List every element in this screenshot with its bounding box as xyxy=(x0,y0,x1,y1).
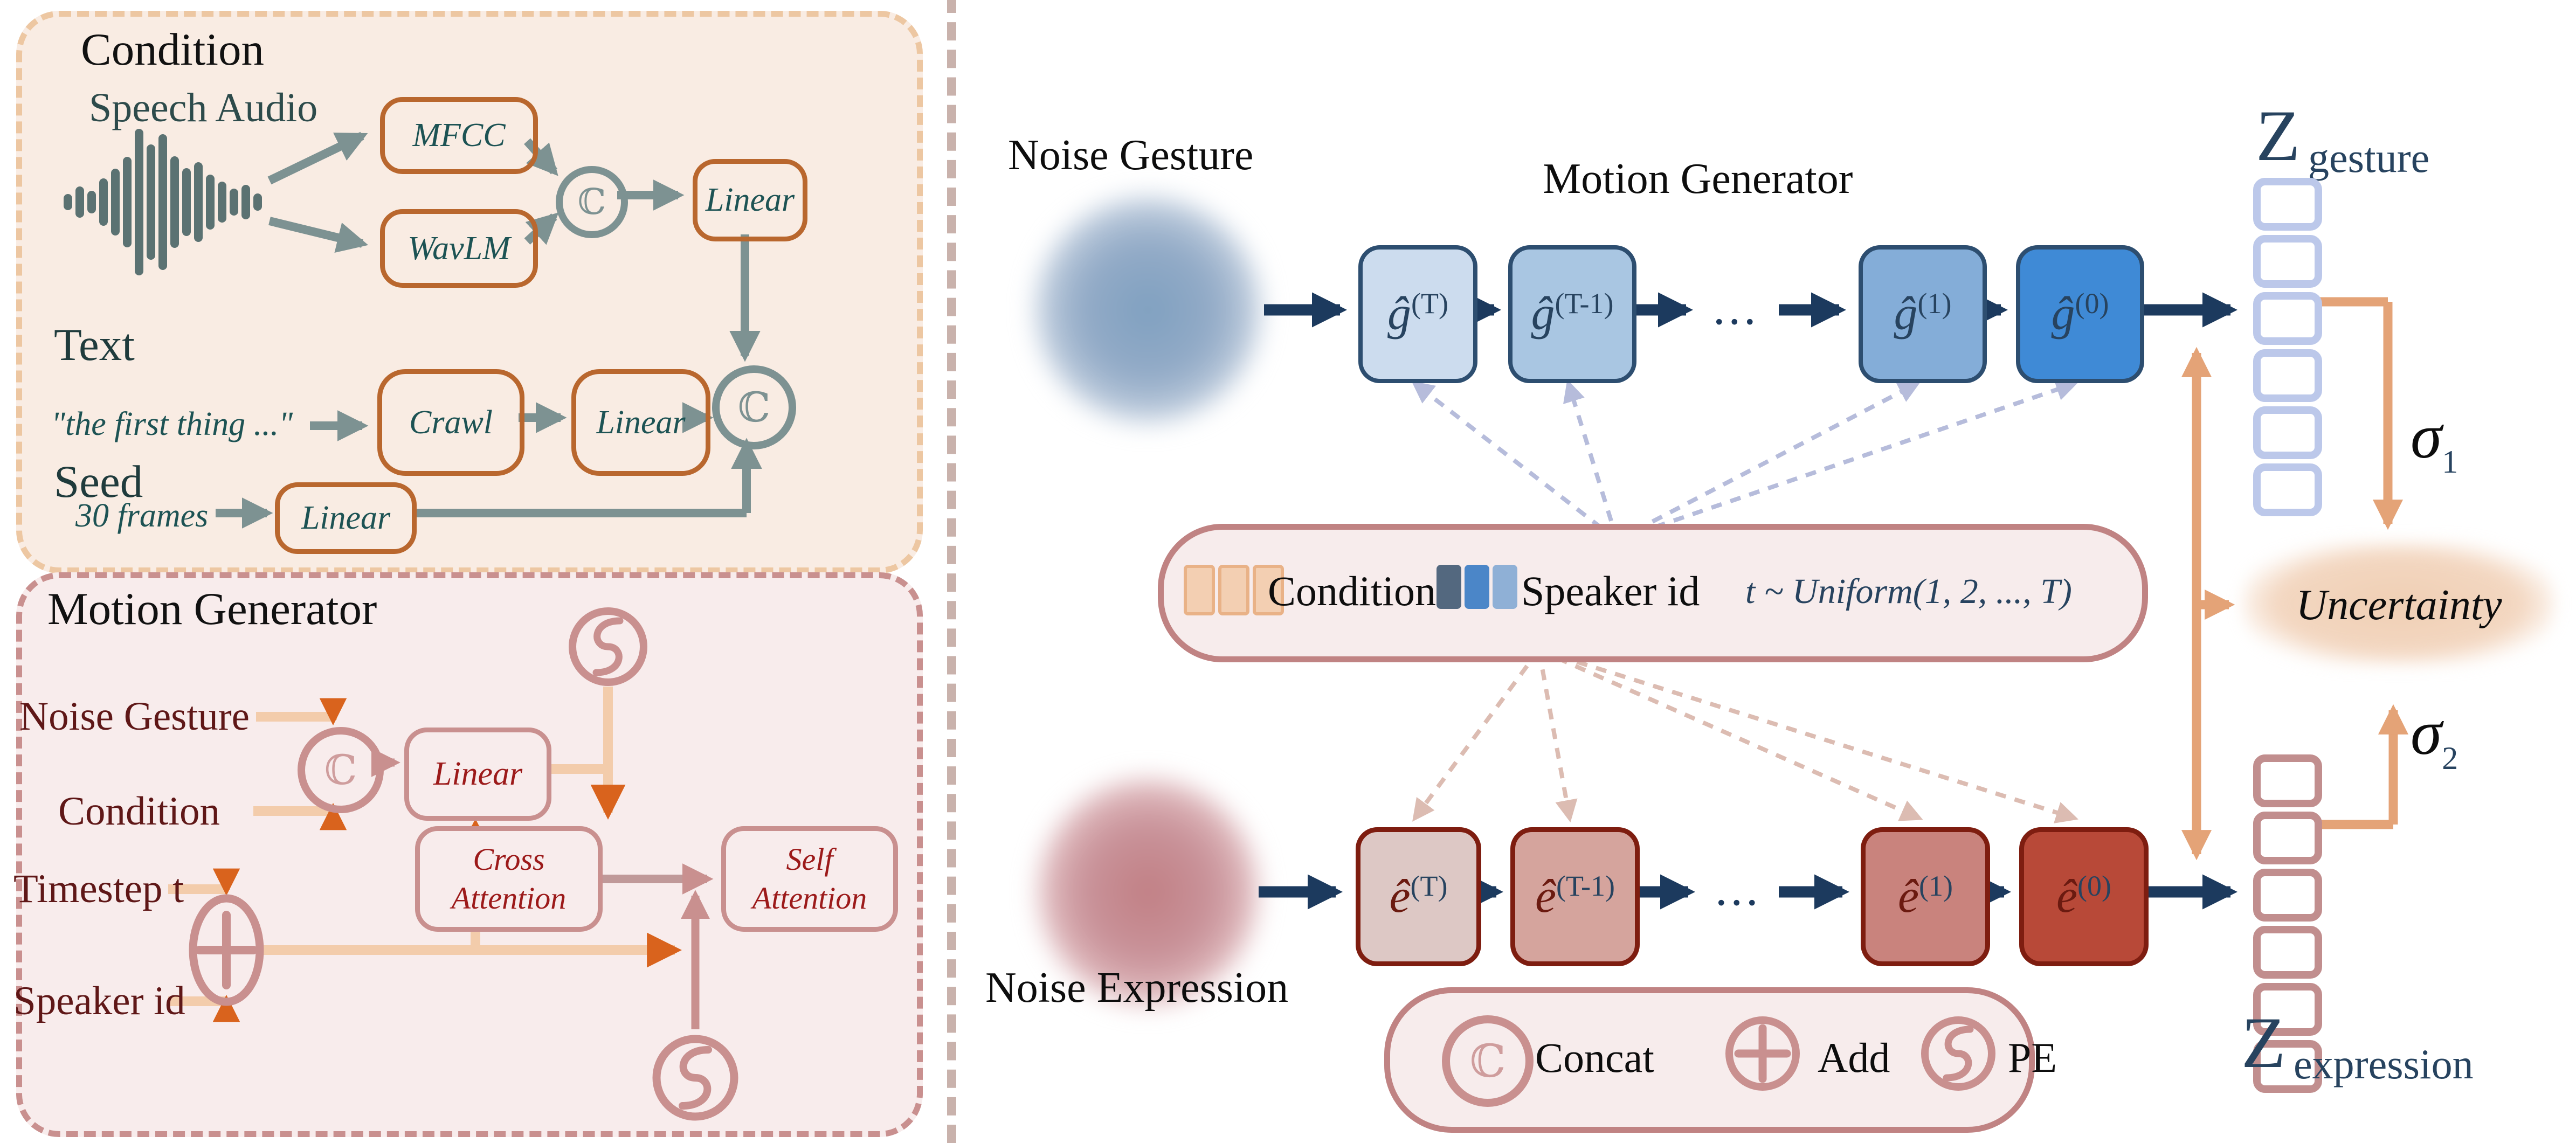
sigma1-label: σ1 xyxy=(2411,401,2458,480)
linear-box-motion: Linear xyxy=(404,728,551,821)
condition-panel-title: Condition xyxy=(81,24,265,75)
vertical-divider xyxy=(947,0,956,1143)
condition-pill-label: Condition xyxy=(1268,567,1437,614)
legend-concat-label: Concat xyxy=(1535,1034,1654,1081)
legend-add-label: Add xyxy=(1818,1034,1890,1081)
motion-panel-title: Motion Generator xyxy=(47,584,377,634)
speaker-pill-label: Speaker id xyxy=(1521,567,1700,614)
text-label: Text xyxy=(54,320,135,370)
speech-audio-label: Speech Audio xyxy=(89,85,318,130)
linear-box-seed: Linear xyxy=(275,482,417,554)
z-expression-column xyxy=(2253,754,2322,1093)
self-attention-box: Self Attention xyxy=(721,826,898,932)
speaker-swatch-icon xyxy=(1437,565,1517,609)
uncertainty-badge: Uncertainty xyxy=(2296,581,2502,629)
add-icon xyxy=(1725,1016,1800,1091)
z-gesture-subscript: gesture xyxy=(2308,134,2430,181)
z-expression-symbol: Z xyxy=(2241,1003,2286,1083)
pe-icon xyxy=(569,607,647,686)
sigma2-label: σ2 xyxy=(2411,697,2458,776)
pe-icon xyxy=(1921,1016,1995,1091)
z-expression-subscript: expression xyxy=(2294,1041,2474,1087)
condition-panel xyxy=(16,11,923,573)
add-icon xyxy=(189,894,264,1006)
crawl-box: Crawl xyxy=(377,369,524,476)
noise-expression-heading: Noise Expression xyxy=(985,964,1289,1012)
noise-gesture-label: Noise Gesture xyxy=(19,694,250,739)
noise-gesture-blob xyxy=(1032,194,1264,426)
seed-frames-label: 30 frames xyxy=(75,497,209,534)
seed-label: Seed xyxy=(54,456,143,507)
speech-waveform-icon xyxy=(64,128,268,276)
concat-icon: ℂ xyxy=(712,365,796,449)
text-quote: "the first thing ..." xyxy=(51,406,293,442)
condition-swatch-icon xyxy=(1184,565,1284,615)
pe-icon xyxy=(652,1035,738,1121)
motion-generator-heading: Motion Generator xyxy=(1543,155,1853,203)
gesture-step-box: ĝ(0) xyxy=(2016,245,2144,383)
condition-speaker-pill xyxy=(1158,524,2148,662)
noise-gesture-heading: Noise Gesture xyxy=(1008,131,1254,179)
concat-icon: ℂ xyxy=(298,727,384,813)
speaker-id-label: Speaker id xyxy=(13,979,185,1023)
condition-label: Condition xyxy=(58,789,220,834)
legend-pe-label: PE xyxy=(2008,1034,2057,1081)
concat-icon: ℂ xyxy=(1442,1015,1534,1107)
expression-chain-ellipsis: ... xyxy=(1715,862,1762,916)
uncertainty-glow xyxy=(2242,542,2555,666)
gesture-step-box: ĝ(T) xyxy=(1358,245,1477,383)
expression-step-box: ê(T-1) xyxy=(1510,827,1640,966)
concat-icon: ℂ xyxy=(556,166,628,238)
cross-attention-box: Cross Attention xyxy=(415,826,603,932)
wavlm-box: WavLM xyxy=(380,209,538,288)
expression-step-box: ê(0) xyxy=(2019,827,2149,966)
expression-step-box: ê(T) xyxy=(1356,827,1481,966)
mfcc-box: MFCC xyxy=(380,97,538,174)
timestep-label: Timestep t xyxy=(13,867,184,911)
noise-expression-blob xyxy=(1035,776,1261,1008)
gesture-step-box: ĝ(1) xyxy=(1859,245,1987,383)
timestep-formula: t ~ Uniform(1, 2, ..., T) xyxy=(1745,572,2072,611)
gesture-chain-ellipsis: ... xyxy=(1713,281,1759,335)
gesture-step-box: ĝ(T-1) xyxy=(1508,245,1636,383)
linear-box-text: Linear xyxy=(571,369,710,476)
expression-step-box: ê(1) xyxy=(1861,827,1990,966)
z-gesture-column xyxy=(2253,178,2322,516)
linear-box-audio: Linear xyxy=(693,159,807,241)
z-gesture-symbol: Z xyxy=(2256,96,2301,176)
